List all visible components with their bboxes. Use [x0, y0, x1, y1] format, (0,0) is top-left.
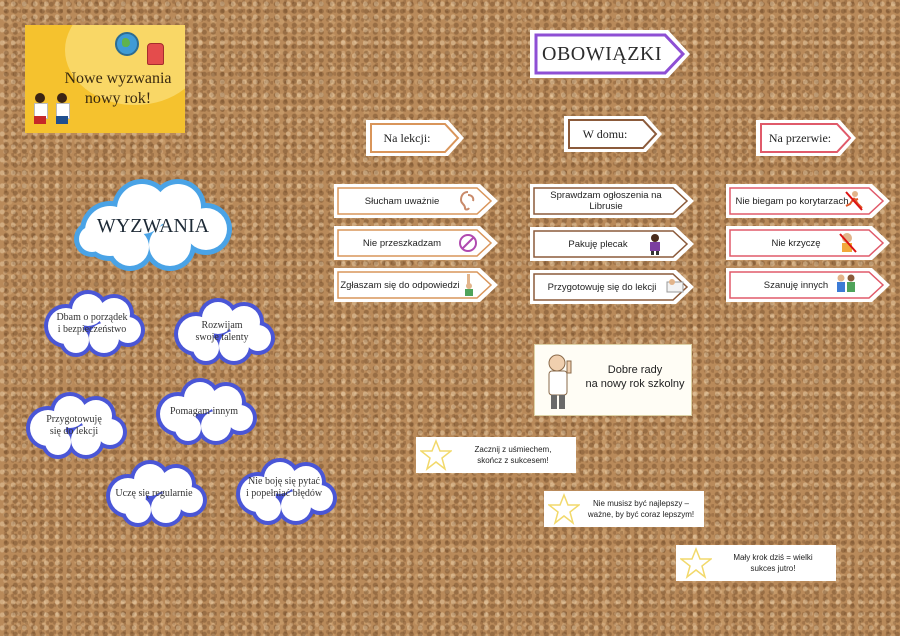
duty-arrow: Pakuję plecak [530, 227, 694, 261]
tip-text: Zacznij z uśmiechem, [474, 445, 552, 454]
tip-note-3: Mały krok dziś = wielki sukces jutro! [676, 545, 836, 581]
challenge-text: Rozwijam [201, 320, 243, 331]
tips-title: Dobre rady [607, 364, 663, 376]
challenge-cloud-2: Rozwijam swoje talenty [168, 296, 276, 366]
section-arrow-home: W domu: [564, 116, 662, 152]
challenge-cloud-6: Nie boję się pytać i popełniać błędów [230, 456, 338, 526]
challenge-cloud-1: Dbam o porządek i bezpieczeństwo [38, 288, 146, 358]
duties-header: OBOWIĄZKI [530, 30, 690, 78]
arrow-shape [530, 30, 690, 78]
tip-text: skończ z sukcesem! [477, 456, 549, 465]
boy-backpack-icon [650, 234, 660, 255]
duty-text: Przygotowuję się do lekcji [547, 281, 657, 293]
duty-arrow: Nie biegam po korytarzach [726, 184, 890, 218]
boy-student-icon [55, 93, 70, 127]
challenge-text: się do lekcji [49, 426, 99, 437]
cloud-shape [74, 179, 232, 271]
challenges-cloud: WYZWANIA [70, 173, 236, 275]
star-icon [548, 493, 580, 525]
duty-arrow: Sprawdzam ogłoszenia na Librusie [530, 184, 694, 218]
tip-note-1: Zacznij z uśmiechem, skończ z sukcesem! [416, 437, 576, 473]
globe-icon [115, 32, 139, 56]
challenge-text: Pomagam innym [169, 406, 239, 417]
duty-text: Nie biegam po korytarzach [735, 195, 849, 207]
tip-text: Nie musisz być najlepszy – [592, 499, 690, 508]
section-label: Na przerwie: [768, 130, 832, 145]
title-card: Nowe wyzwania nowy rok! [25, 25, 185, 133]
girl-student-icon [33, 93, 48, 127]
tip-text: sukces jutro! [750, 564, 796, 573]
challenge-text: Nie boję się pytać [248, 476, 320, 487]
thumbs-up-icon [548, 354, 572, 409]
ear-icon [460, 191, 475, 211]
title-line-2: nowy rok! [84, 90, 152, 107]
tip-note-2: Nie musisz być najlepszy – ważne, by być… [544, 491, 704, 527]
challenge-cloud-5: Uczę się regularnie [100, 458, 208, 528]
section-label: Na lekcji: [383, 130, 431, 145]
no-talking-icon [459, 234, 477, 252]
section-label: W domu: [582, 126, 628, 141]
duty-text: Szanuję innych [763, 279, 829, 291]
tips-subtitle: na nowy rok szkolny [585, 378, 685, 390]
no-running-icon [845, 191, 863, 211]
title-text: Nowe wyzwania nowy rok! [53, 69, 183, 109]
duty-arrow: Nie przeszkadzam [334, 226, 498, 260]
section-arrow-break: Na przerwie: [756, 120, 856, 156]
duty-arrow: Szanuję innych [726, 268, 890, 302]
raised-hand-icon [465, 274, 473, 296]
challenge-cloud-4: Pomagam innym [150, 376, 258, 446]
title-line-1: Nowe wyzwania [64, 70, 172, 87]
challenge-text: i popełniać błędów [245, 488, 323, 499]
tip-text: ważne, by być coraz lepszym! [587, 510, 695, 519]
backpack-icon [147, 43, 164, 65]
duty-text: Pakuję plecak [568, 238, 628, 250]
challenges-title: WYZWANIA [96, 215, 210, 237]
duty-arrow: Zgłaszam się do odpowiedzi [334, 268, 498, 302]
challenge-text: Uczę się regularnie [115, 488, 193, 499]
duty-arrow: Przygotowuję się do lekcji [530, 270, 694, 304]
challenge-text: Dbam o porządek [56, 312, 128, 323]
duty-text: Nie przeszkadzam [362, 237, 442, 249]
challenge-text: Przygotowuję [46, 414, 102, 425]
challenge-cloud-3: Przygotowuję się do lekcji [20, 390, 128, 460]
duty-text: Sprawdzam ogłoszenia na Librusie [550, 190, 662, 212]
duty-text: Nie krzyczę [771, 237, 821, 249]
duty-arrow: Słucham uważnie [334, 184, 498, 218]
star-icon [420, 439, 452, 471]
homework-icon [666, 279, 684, 293]
duties-title: OBOWIĄZKI [542, 43, 663, 65]
tips-card: Dobre rady na nowy rok szkolny [534, 344, 692, 416]
duty-text: Słucham uważnie [364, 195, 440, 207]
challenge-text: swoje talenty [195, 332, 249, 343]
friends-icon [837, 274, 855, 292]
section-arrow-lesson: Na lekcji: [366, 120, 464, 156]
star-icon [680, 547, 712, 579]
tip-text: Mały krok dziś = wielki [733, 553, 813, 562]
shouting-icon [839, 233, 857, 253]
duty-arrow: Nie krzyczę [726, 226, 890, 260]
duty-text: Zgłaszam się do odpowiedzi [340, 279, 460, 291]
challenge-text: i bezpieczeństwo [57, 324, 127, 335]
